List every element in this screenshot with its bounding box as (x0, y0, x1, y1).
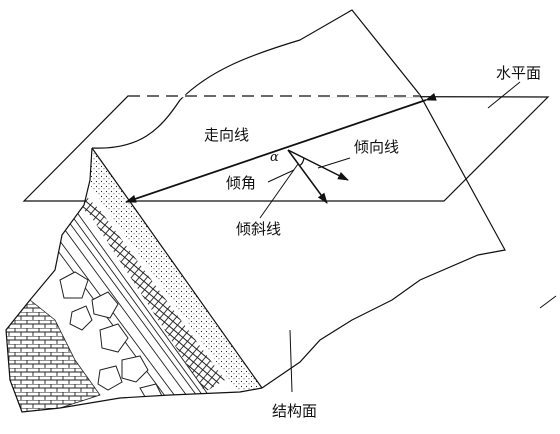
label-dip-direction-line: 倾向线 (354, 138, 399, 156)
dip-line (287, 149, 328, 204)
rock-block-outline (5, 147, 263, 413)
label-strike-line: 走向线 (204, 126, 249, 144)
dip-direction-line (287, 149, 349, 181)
label-structural-plane: 结构面 (272, 402, 317, 420)
label-dip-angle: 倾角 (226, 174, 256, 192)
label-alpha: α (270, 150, 279, 165)
leader-lines (259, 81, 557, 393)
dip-angle-arc (298, 157, 305, 167)
label-horizontal-plane: 水平面 (496, 64, 541, 82)
strike-line (125, 92, 437, 203)
label-dip-line: 倾斜线 (236, 220, 281, 238)
